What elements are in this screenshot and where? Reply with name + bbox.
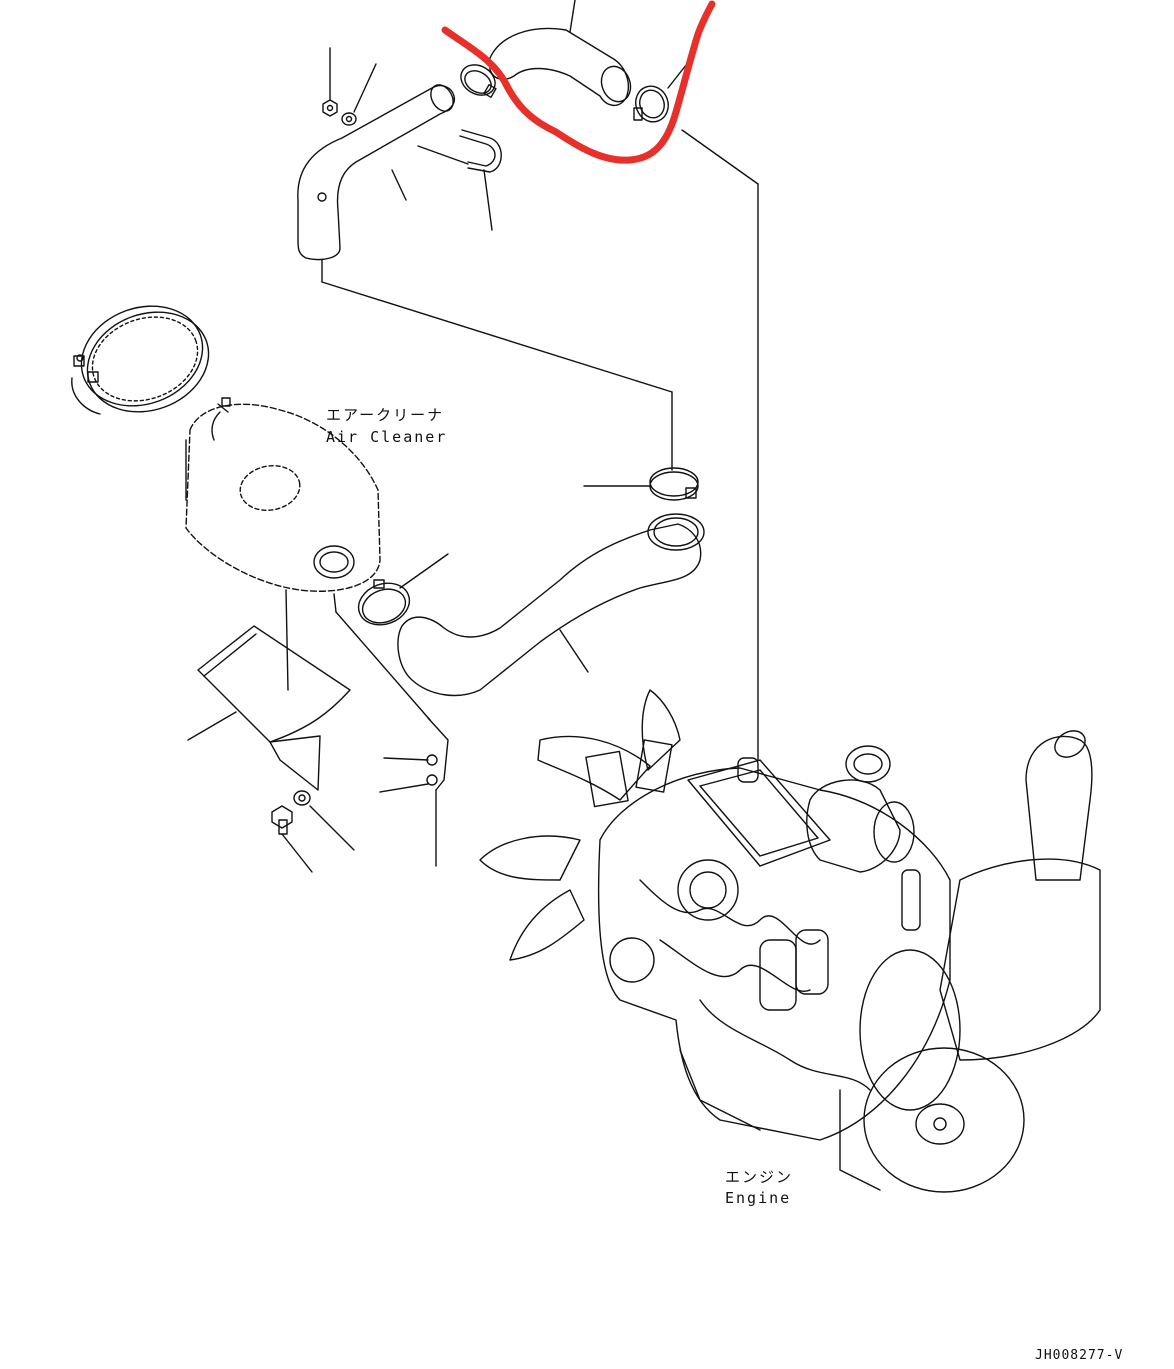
top-curved-hose bbox=[489, 0, 632, 106]
engine-label-jp: エンジン bbox=[725, 1168, 794, 1186]
u-bracket bbox=[391, 129, 502, 231]
outlet-hose-clamp bbox=[357, 553, 449, 626]
air-cleaner-cover bbox=[187, 593, 351, 791]
engine-label-en: Engine bbox=[725, 1189, 792, 1207]
connector-lines bbox=[321, 129, 759, 761]
air-cleaner-label-en: Air Cleaner bbox=[326, 428, 448, 446]
hose-clamp-upper-left bbox=[460, 64, 497, 99]
large-curved-hose bbox=[397, 513, 705, 697]
middle-hose-clamp bbox=[583, 467, 699, 501]
bolt-and-washer bbox=[271, 790, 355, 873]
air-cleaner-band bbox=[71, 305, 210, 415]
air-cleaner-body bbox=[185, 397, 381, 691]
upper-intake-pipe bbox=[297, 84, 456, 261]
restriction-indicator bbox=[335, 611, 449, 867]
drawing-code: JH008277-V bbox=[1035, 1348, 1124, 1363]
red-highlight-mark bbox=[441, 0, 716, 164]
nut-and-washer bbox=[322, 47, 377, 126]
engine-assembly bbox=[479, 689, 1101, 1193]
air-cleaner-label-jp: エアークリーナ bbox=[326, 406, 445, 424]
